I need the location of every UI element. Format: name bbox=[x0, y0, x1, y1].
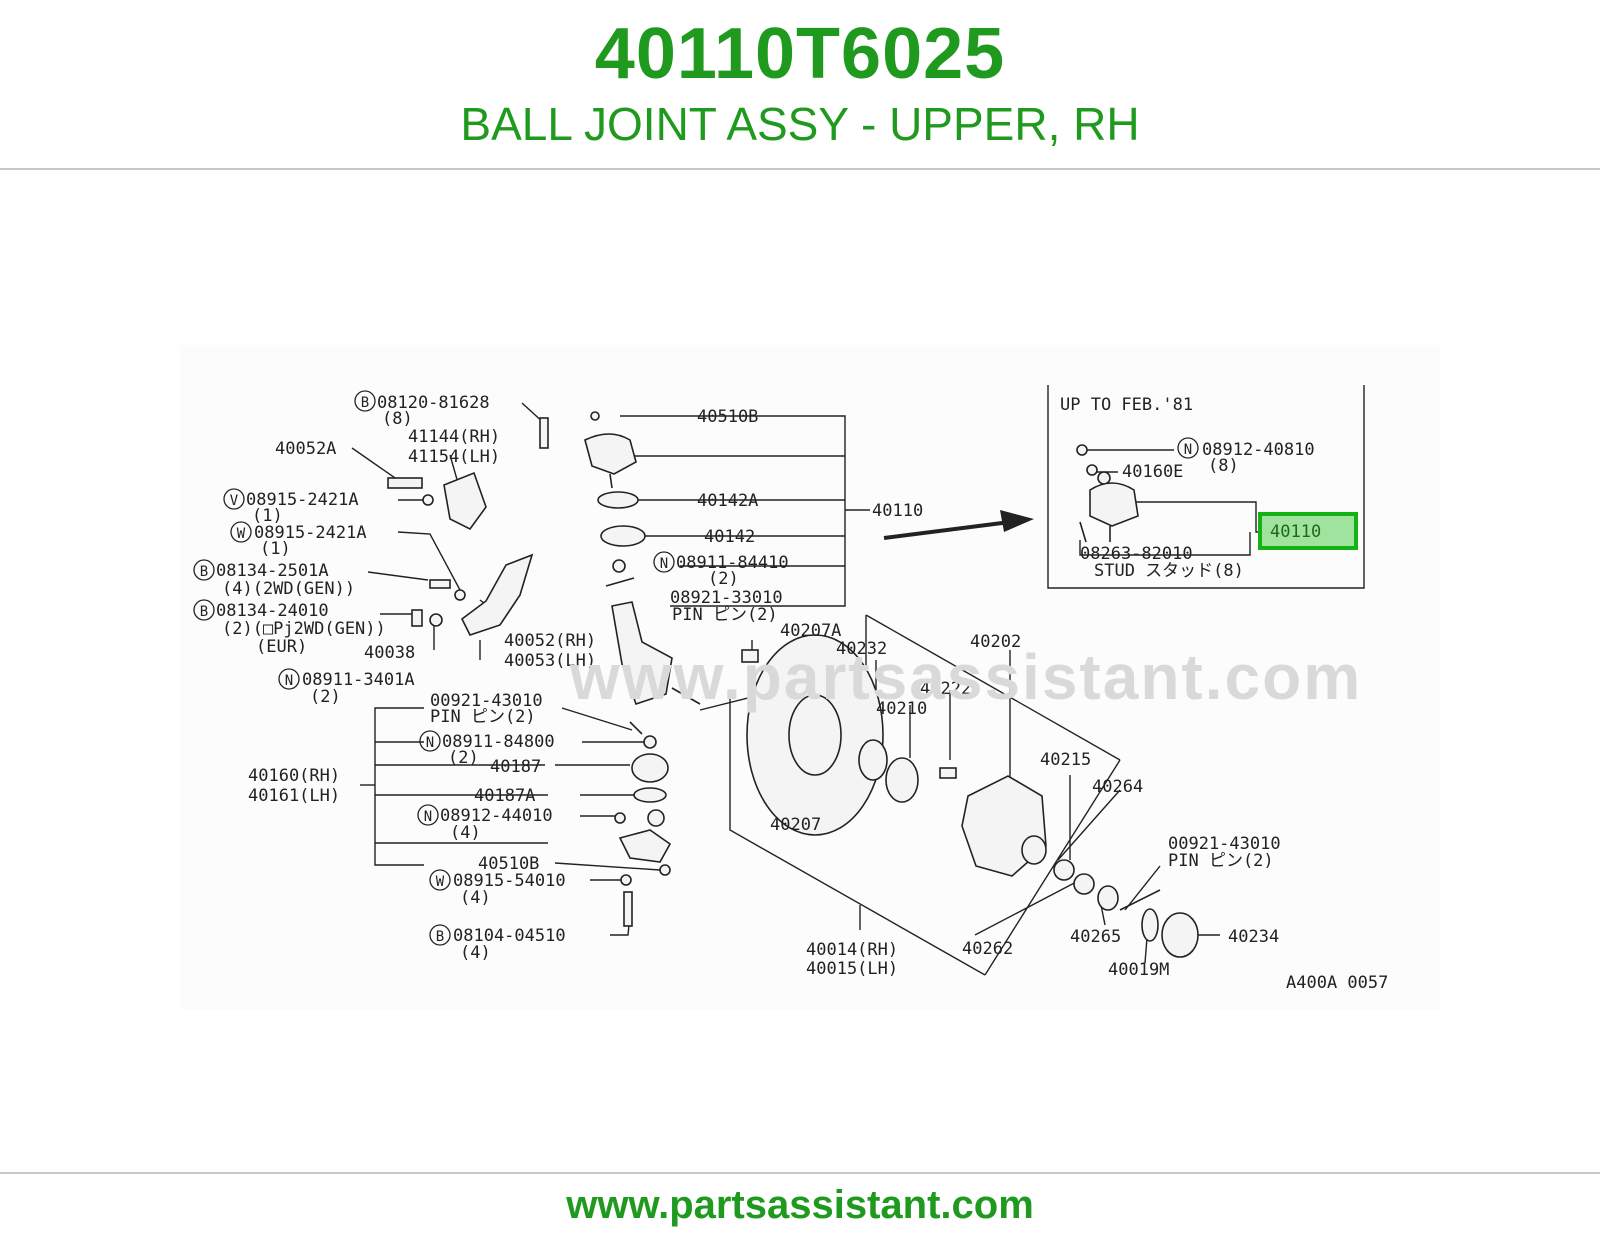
part-label[interactable]: 40052A bbox=[275, 439, 336, 459]
part-label[interactable]: 40053(LH) bbox=[504, 651, 596, 671]
part-label[interactable]: 40142A bbox=[697, 491, 758, 511]
part-label[interactable]: 40142 bbox=[704, 527, 755, 547]
part-label[interactable]: 40262 bbox=[962, 939, 1013, 959]
part-label[interactable]: 08912-40810 bbox=[1202, 440, 1315, 460]
part-label[interactable]: 40187 bbox=[490, 757, 541, 777]
part-label: STUD スタッド(8) bbox=[1094, 561, 1244, 581]
part-label[interactable]: 41144(RH) bbox=[408, 427, 500, 447]
part-label[interactable]: 40110 bbox=[872, 501, 923, 521]
part-label[interactable]: 08912-44010 bbox=[440, 806, 553, 826]
watermark: www.partsassistant.com bbox=[570, 641, 1363, 713]
inset-title: UP TO FEB.'81 bbox=[1060, 395, 1193, 415]
part-label: (1) bbox=[260, 539, 291, 559]
part-label[interactable]: 08263-82010 bbox=[1080, 544, 1193, 564]
circle-letter: N bbox=[426, 735, 434, 751]
part-label[interactable]: 40202 bbox=[970, 632, 1021, 652]
part-label[interactable]: 40038 bbox=[364, 643, 415, 663]
part-label[interactable]: 40215 bbox=[1040, 750, 1091, 770]
circle-letter: N bbox=[285, 673, 293, 689]
part-label: (4)(2WD(GEN)) bbox=[222, 579, 355, 599]
part-label[interactable]: 40207 bbox=[770, 815, 821, 835]
part-label[interactable]: 40510B bbox=[478, 854, 539, 874]
part-label[interactable]: 00921-43010 bbox=[430, 691, 543, 711]
part-label[interactable]: 08915-54010 bbox=[453, 871, 566, 891]
part-label[interactable]: 40187A bbox=[474, 786, 535, 806]
circled-letters bbox=[193, 390, 1199, 946]
circle-letter: N bbox=[424, 809, 432, 825]
bolt-icon bbox=[539, 417, 549, 449]
circle-letter: N bbox=[1184, 442, 1192, 458]
diagram-code: A400A 0057 bbox=[1286, 973, 1388, 993]
part-label[interactable]: 40019M bbox=[1108, 960, 1169, 980]
part-label[interactable]: 40264 bbox=[1092, 777, 1143, 797]
part-label: (2) bbox=[310, 687, 341, 707]
part-label[interactable]: 40052(RH) bbox=[504, 631, 596, 651]
part-label[interactable]: 08104-04510 bbox=[453, 926, 566, 946]
circle-letter: B bbox=[436, 929, 444, 945]
part-label[interactable]: 08921-33010 bbox=[670, 588, 783, 608]
part-label[interactable]: 08134-2501A bbox=[216, 561, 329, 581]
part-label: (2) bbox=[448, 748, 479, 768]
part-label[interactable]: 08911-84800 bbox=[442, 732, 555, 752]
part-drawings bbox=[387, 411, 1199, 958]
circle-letter: N bbox=[660, 556, 668, 572]
circle-letter: B bbox=[361, 395, 369, 411]
circle-letter: V bbox=[230, 493, 239, 509]
part-label: (1) bbox=[252, 506, 283, 526]
highlighted-part-box[interactable] bbox=[1258, 512, 1358, 550]
part-label[interactable]: 08120-81628 bbox=[377, 393, 490, 413]
circled-letter-glyphs: B V W N B B N N N W B N bbox=[200, 395, 1192, 945]
part-description: BALL JOINT ASSY - UPPER, RH bbox=[460, 98, 1140, 150]
part-label[interactable]: 40510B bbox=[697, 407, 758, 427]
circle-letter: B bbox=[200, 604, 208, 620]
part-label[interactable]: 40222 bbox=[920, 679, 971, 699]
part-label: PIN ピン(2) bbox=[430, 707, 536, 727]
part-label[interactable]: 00921-43010 bbox=[1168, 834, 1281, 854]
part-number-title: 40110T6025 bbox=[594, 14, 1006, 94]
arrow-to-inset bbox=[883, 510, 1034, 540]
circle-letter: W bbox=[237, 526, 246, 542]
footer-url[interactable]: www.partsassistant.com bbox=[566, 1183, 1034, 1227]
part-label[interactable]: 08134-24010 bbox=[216, 601, 329, 621]
part-label: PIN ピン(2) bbox=[1168, 851, 1274, 871]
part-label[interactable]: 41154(LH) bbox=[408, 447, 500, 467]
part-label: (4) bbox=[450, 823, 481, 843]
circle-letter: W bbox=[436, 874, 445, 890]
part-label: (8) bbox=[382, 409, 413, 429]
part-label[interactable]: 40160E bbox=[1122, 462, 1183, 482]
footer-divider bbox=[0, 1172, 1600, 1174]
circle-letter: B bbox=[200, 564, 208, 580]
part-label[interactable]: 08911-84410 bbox=[676, 553, 789, 573]
part-label[interactable]: 08911-3401A bbox=[302, 670, 415, 690]
highlighted-part-label[interactable]: 40110 bbox=[1270, 522, 1321, 542]
part-label: (4) bbox=[460, 943, 491, 963]
part-label[interactable]: 40207A bbox=[780, 621, 841, 641]
part-label: (4) bbox=[460, 888, 491, 908]
part-label: (2)(□Pj2WD(GEN)) bbox=[222, 619, 386, 639]
part-label[interactable]: 40232 bbox=[836, 639, 887, 659]
part-label[interactable]: 40014(RH) bbox=[806, 940, 898, 960]
part-label[interactable]: 40265 bbox=[1070, 927, 1121, 947]
part-labels: 08120-81628 (8) 40510B 41144(RH) 41154(L… bbox=[216, 393, 1388, 993]
header-divider bbox=[0, 168, 1600, 170]
part-label[interactable]: 40015(LH) bbox=[806, 959, 898, 979]
part-label: (2) bbox=[708, 569, 739, 589]
part-label: (EUR) bbox=[256, 637, 307, 657]
part-label[interactable]: 08915-2421A bbox=[246, 490, 359, 510]
leader-lines bbox=[351, 385, 1365, 976]
part-label[interactable]: 40161(LH) bbox=[248, 786, 340, 806]
part-label: PIN ピン(2) bbox=[672, 605, 778, 625]
part-label[interactable]: 40160(RH) bbox=[248, 766, 340, 786]
part-label[interactable]: 40210 bbox=[876, 699, 927, 719]
part-label[interactable]: 08915-2421A bbox=[254, 523, 367, 543]
part-label: (8) bbox=[1208, 456, 1239, 476]
part-label[interactable]: 40234 bbox=[1228, 927, 1279, 947]
